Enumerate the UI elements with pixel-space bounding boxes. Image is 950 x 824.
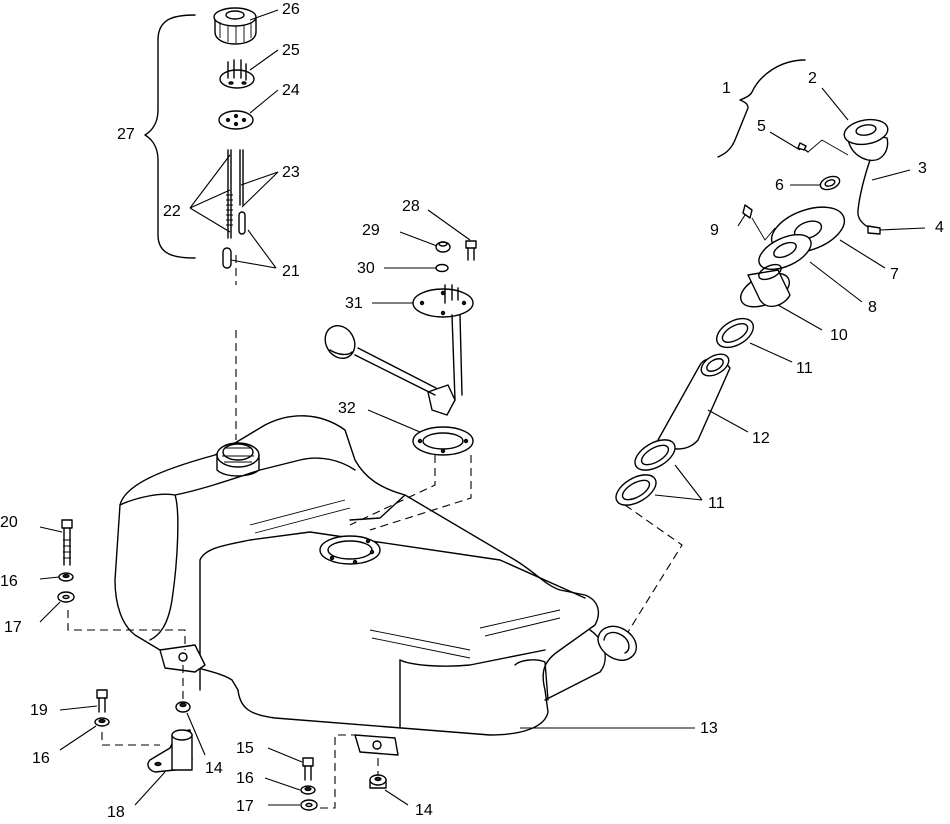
callout-25: 25: [282, 42, 300, 59]
callout-17-lower: 17: [236, 798, 254, 815]
callout-16-upper: 16: [0, 573, 18, 590]
callout-12: 12: [752, 430, 770, 447]
callout-7: 7: [890, 266, 899, 283]
fuel-sender-assembly: [324, 240, 477, 456]
callout-20: 20: [0, 514, 18, 531]
callout-1: 1: [722, 80, 731, 97]
callout-32: 32: [338, 400, 356, 417]
callout-16-middle: 16: [32, 750, 50, 767]
callout-3: 3: [918, 160, 927, 177]
callout-11-upper: 11: [796, 360, 813, 377]
callout-17-upper: 17: [4, 619, 22, 636]
callout-19: 19: [30, 702, 48, 719]
callout-4: 4: [935, 219, 944, 236]
callout-14-right: 14: [415, 802, 433, 819]
explosion-lines: [67, 255, 683, 809]
callout-10: 10: [830, 327, 848, 344]
callout-22: 22: [163, 203, 181, 220]
callout-9: 9: [710, 222, 719, 239]
callout-16-lower: 16: [236, 770, 254, 787]
callout-13: 13: [700, 720, 718, 737]
fuel-tank: [114, 415, 637, 756]
callout-21: 21: [282, 263, 300, 280]
callout-31: 31: [345, 295, 363, 312]
callout-2: 2: [808, 70, 817, 87]
mounting-hardware: [57, 519, 387, 811]
callout-23: 23: [282, 164, 300, 181]
filler-neck-assembly: [144, 7, 257, 269]
callout-26: 26: [282, 1, 300, 18]
callout-29: 29: [362, 222, 380, 239]
callout-30: 30: [357, 260, 375, 277]
callout-27: 27: [117, 126, 135, 143]
callout-5: 5: [757, 118, 766, 135]
filler-cap-assembly: [615, 59, 889, 506]
callout-28: 28: [402, 198, 420, 215]
callout-15: 15: [236, 740, 254, 757]
callout-14-left: 14: [205, 760, 223, 777]
leader-lines: [39, 9, 926, 806]
callout-11-lower: 11: [708, 495, 725, 512]
callout-8: 8: [868, 299, 877, 316]
callout-24: 24: [282, 82, 300, 99]
callout-6: 6: [775, 177, 784, 194]
callout-18: 18: [107, 804, 125, 819]
